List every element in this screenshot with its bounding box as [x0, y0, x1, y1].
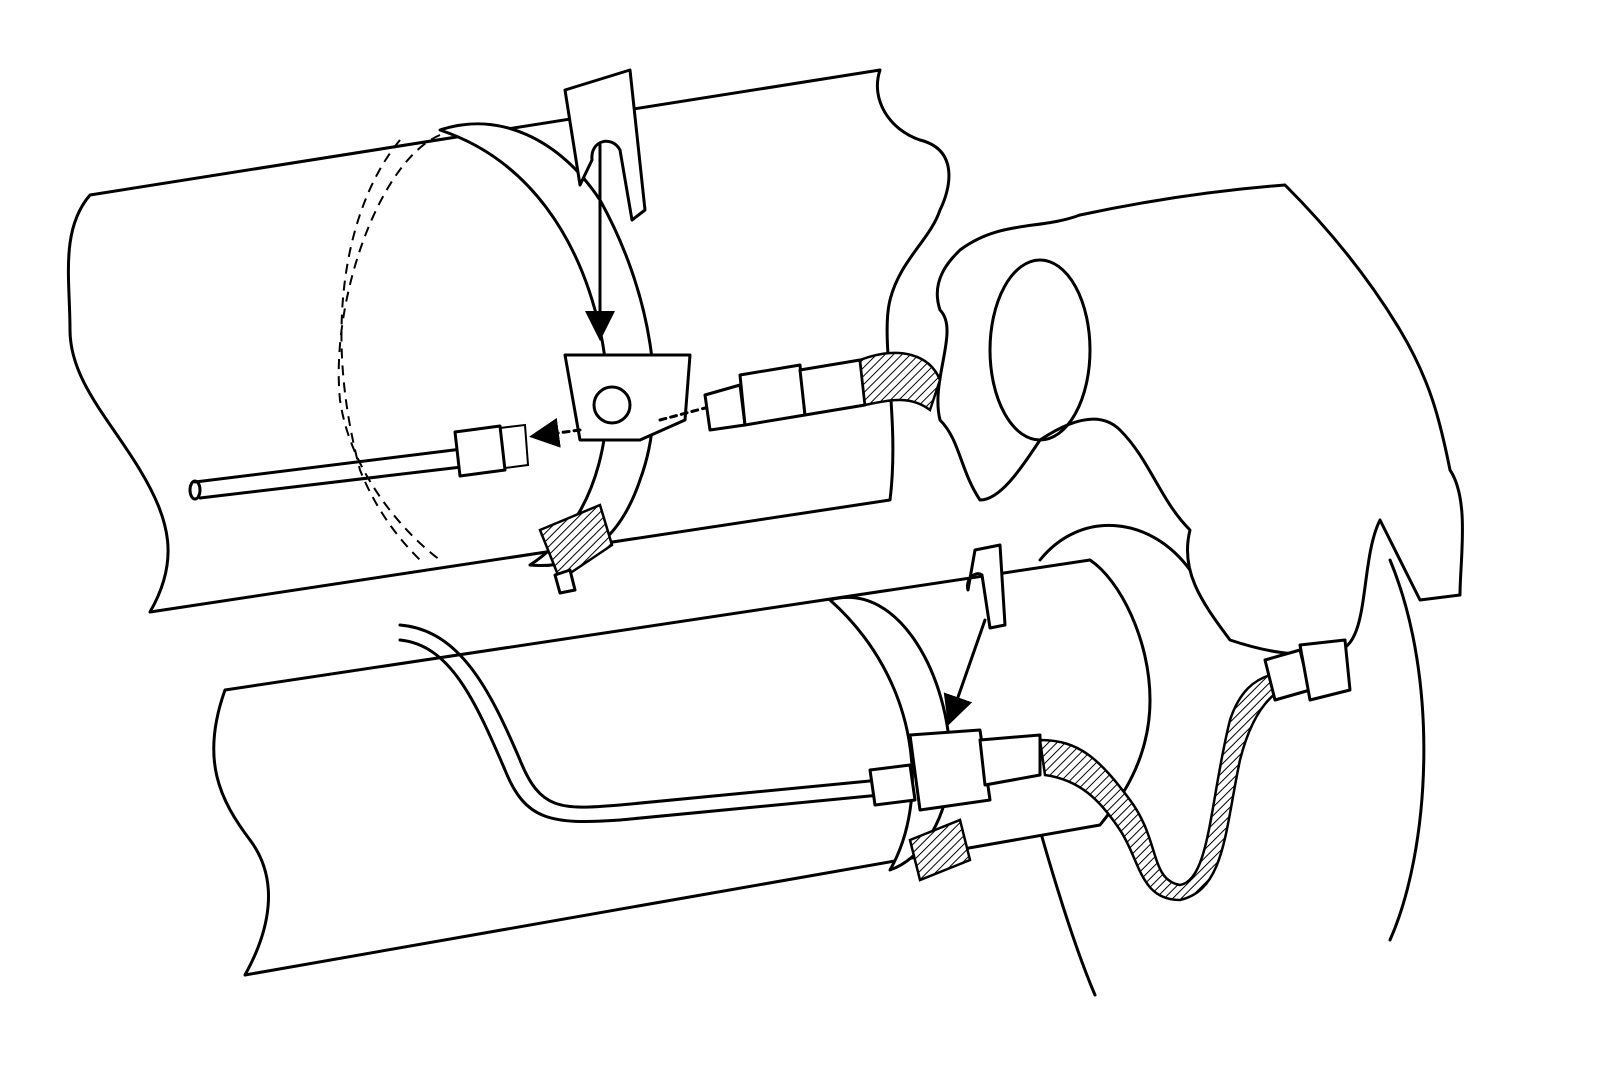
upper-axle-tube [66, 68, 951, 614]
upper-clamp [337, 68, 707, 595]
lower-brake-line [398, 623, 1352, 902]
upper-brake-hose [703, 351, 942, 432]
